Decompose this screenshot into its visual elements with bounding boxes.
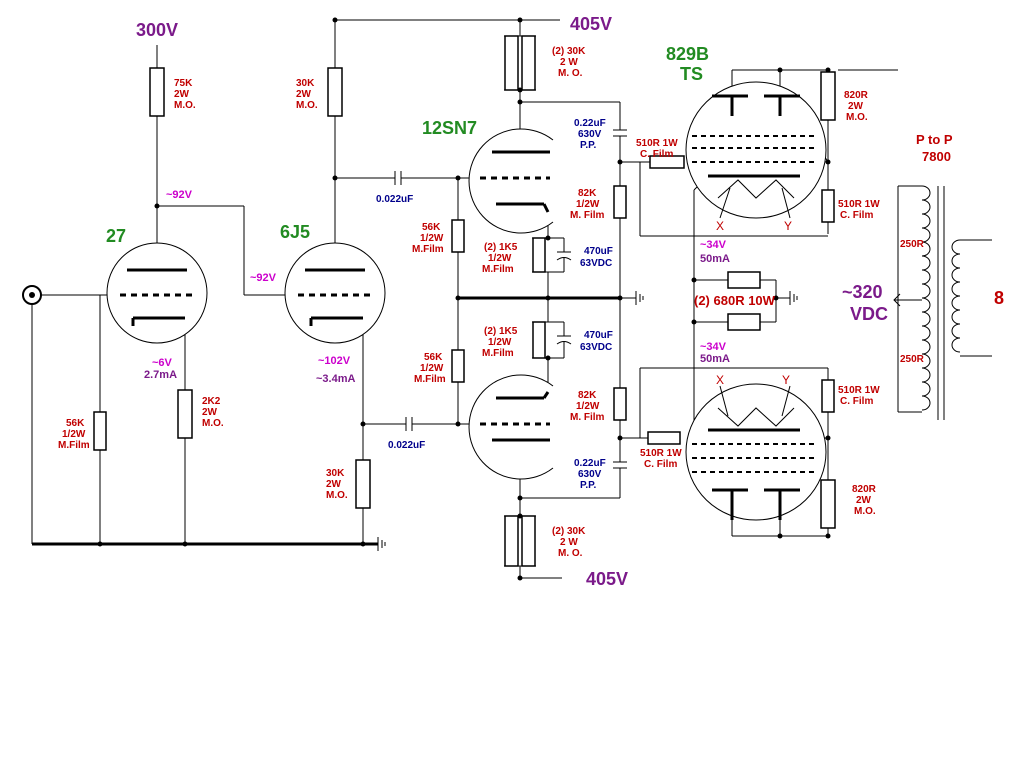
resistors (93, 35, 836, 567)
tube-27-label: 27 (106, 226, 126, 246)
tube-6j5 (284, 242, 386, 344)
current-6j5: ~3.4mA (316, 373, 355, 385)
ground-symbols (377, 291, 798, 551)
tap-bottom-label: 250R (900, 354, 925, 365)
voltage-34-bottom: ~34V (700, 341, 727, 353)
capacitors (394, 129, 627, 469)
current-50-top: 50mA (700, 253, 730, 265)
tap-top-label: 250R (900, 239, 925, 250)
voltage-92-a: ~92V (166, 189, 193, 201)
x-bottom-label: X (716, 373, 724, 387)
c0022-b-label: 0.022uF (388, 440, 425, 451)
c0022-a-label: 0.022uF (376, 194, 413, 205)
transformer-impedance-label: 7800 (922, 149, 951, 164)
tube-6j5-label: 6J5 (280, 222, 310, 242)
junctions (97, 17, 831, 581)
current-50-bottom: 50mA (700, 353, 730, 365)
tube-829b-top (685, 81, 827, 219)
output-transformer (893, 185, 961, 420)
current-27: 2.7mA (144, 369, 177, 381)
voltage-34-top: ~34V (700, 239, 727, 251)
supply-320-label: ~320 (842, 282, 883, 302)
voltage-92-b: ~92V (250, 272, 277, 284)
input-jack (22, 285, 42, 305)
y-bottom-label: Y (782, 373, 790, 387)
transformer-ptop-label: P to P (916, 132, 953, 147)
tube-12sn7-bottom (468, 374, 554, 480)
tube-829b-label: 829B (666, 44, 709, 64)
supply-300v-label: 300V (136, 20, 178, 40)
r680-label: (2) 680R 10W (694, 293, 776, 308)
voltage-6: ~6V (152, 357, 173, 369)
tube-829b-bottom (685, 383, 827, 521)
tube-12sn7-label: 12SN7 (422, 118, 477, 138)
supply-405v-top-label: 405V (570, 14, 612, 34)
x-top-label: X (716, 219, 724, 233)
tube-ts-label: TS (680, 64, 703, 84)
y-top-label: Y (784, 219, 792, 233)
supply-vdc-label: VDC (850, 304, 888, 324)
tube-27 (106, 242, 208, 344)
secondary-label: 8 (994, 288, 1004, 308)
labels: 300V 405V 405V ~320 VDC 27 6J5 12SN7 829… (58, 14, 1004, 589)
tube-12sn7-top (468, 128, 554, 234)
supply-405v-bottom-label: 405V (586, 569, 628, 589)
voltage-102: ~102V (318, 355, 351, 367)
